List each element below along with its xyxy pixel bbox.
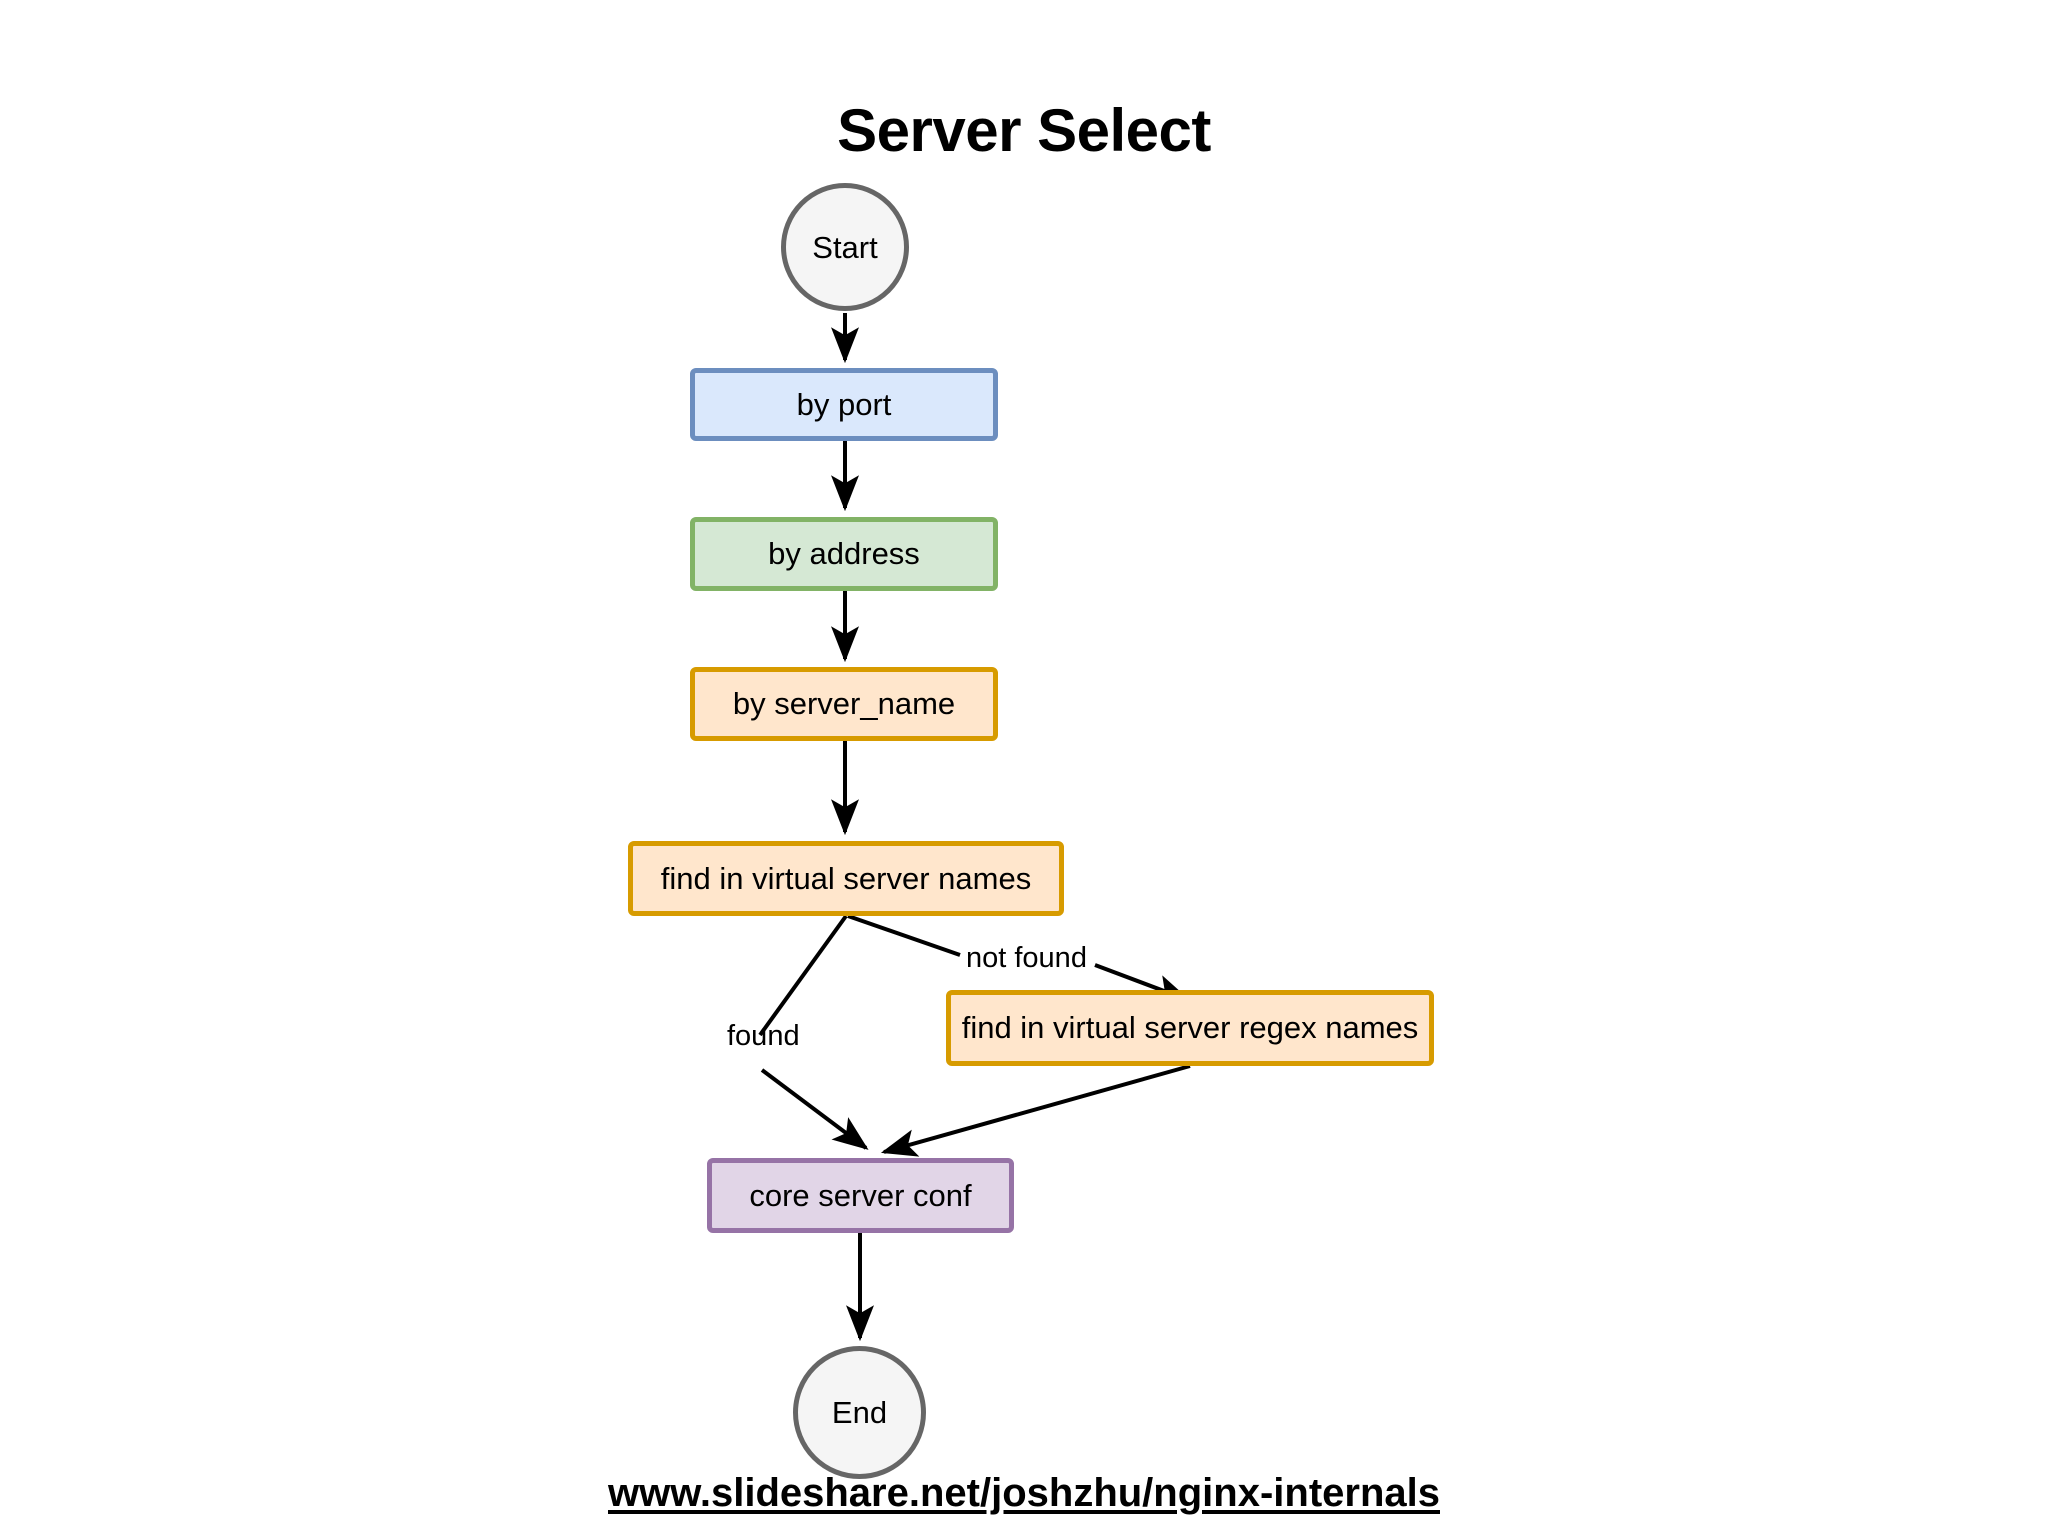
edge-label-found: found — [727, 1020, 800, 1052]
node-by-server-name[interactable]: by server_name — [690, 667, 998, 741]
node-end-label: End — [831, 1395, 888, 1430]
node-by-server-name-label: by server_name — [732, 686, 956, 721]
node-find-in-virtual-server-regex-names[interactable]: find in virtual server regex names — [946, 990, 1434, 1066]
node-find-in-virtual-server-names[interactable]: find in virtual server names — [628, 841, 1064, 916]
node-by-address-label: by address — [768, 536, 920, 571]
page-title: Server Select — [837, 97, 1211, 164]
node-find-in-virtual-server-names-label: find in virtual server names — [660, 860, 1032, 896]
node-start-label: Start — [812, 229, 878, 265]
node-find-in-virtual-server-regex-names-label: find in virtual server regex names — [961, 1010, 1419, 1045]
node-by-port-label: by port — [796, 386, 892, 422]
source-link[interactable]: www.slideshare.net/joshzhu/nginx-interna… — [608, 1471, 1440, 1515]
edge-find-regex-names-to-core-server-conf — [880, 1064, 1191, 1157]
node-core-server-conf[interactable]: core server conf — [707, 1158, 1014, 1233]
node-by-address[interactable]: by address — [690, 517, 998, 591]
node-end[interactable]: End — [793, 1346, 926, 1479]
node-start[interactable]: Start — [781, 183, 909, 311]
node-core-server-conf-label: core server conf — [749, 1177, 972, 1213]
node-by-port[interactable]: by port — [690, 368, 998, 441]
edge-label-not-found: not found — [966, 942, 1087, 974]
